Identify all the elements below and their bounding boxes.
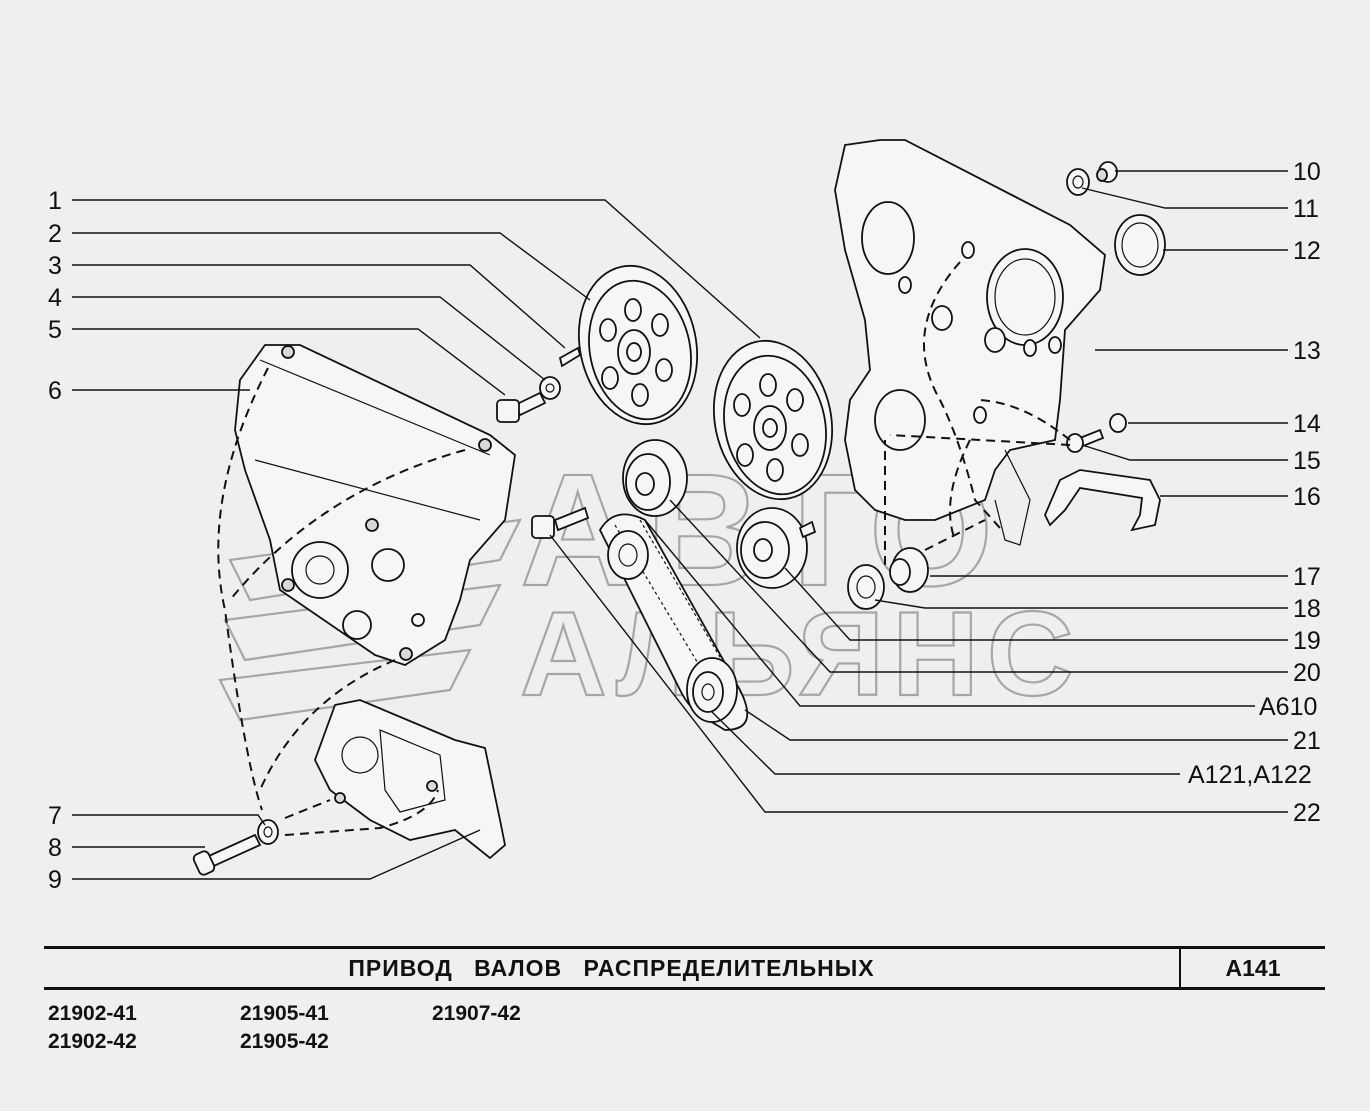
callout-15: 15 xyxy=(1293,447,1321,475)
callout-6: 6 xyxy=(48,377,62,405)
callout-3: 3 xyxy=(48,252,62,280)
plugs-and-seal xyxy=(1066,161,1166,276)
model-code: 21905-41 xyxy=(240,1002,329,1025)
callout-14: 14 xyxy=(1293,410,1321,438)
camshaft-gear-right xyxy=(712,339,834,501)
callout-17: 17 xyxy=(1293,563,1321,591)
model-code: 21905-42 xyxy=(240,1030,329,1053)
model-code: 21907-42 xyxy=(432,1002,521,1025)
callouts-left: 1 2 3 4 5 6 7 8 9 xyxy=(48,187,62,894)
tensioner-roller xyxy=(622,439,688,517)
bolt-washer-key-upper xyxy=(496,346,582,423)
model-code: 21902-42 xyxy=(48,1030,137,1053)
callout-20: 20 xyxy=(1293,659,1321,687)
diagram-title: ПРИВОД ВАЛОВ РАСПРЕДЕЛИТЕЛЬНЫХ xyxy=(348,954,875,981)
callout-4: 4 xyxy=(48,284,62,312)
model-code: 21902-41 xyxy=(48,1002,137,1025)
crankshaft-gear xyxy=(686,657,738,723)
callout-1: 1 xyxy=(48,187,62,215)
lower-timing-cover xyxy=(314,699,506,860)
idler-roller xyxy=(736,507,817,589)
assembly-lines xyxy=(217,261,1071,836)
washer-and-bolt-right xyxy=(1066,413,1127,453)
leader-lines xyxy=(72,170,1288,880)
diagram-code: A141 xyxy=(1225,954,1281,981)
callout-5: 5 xyxy=(48,316,62,344)
callout-12: 12 xyxy=(1293,237,1321,265)
callout-8: 8 xyxy=(48,834,62,862)
callout-19: 19 xyxy=(1293,627,1321,655)
camshaft-gear-left xyxy=(577,264,699,426)
belt-bolt xyxy=(531,506,590,539)
title-block: ПРИВОД ВАЛОВ РАСПРЕДЕЛИТЕЛЬНЫХ A141 xyxy=(44,946,1325,990)
watermark-line2: АЛЬЯНС xyxy=(520,587,1082,721)
mounting-bracket xyxy=(1044,469,1161,532)
callout-21: 21 xyxy=(1293,727,1321,755)
callout-7: 7 xyxy=(48,802,62,830)
callout-a610: A610 xyxy=(1259,693,1317,721)
callout-22: 22 xyxy=(1293,799,1321,827)
callout-2: 2 xyxy=(48,220,62,248)
callout-13: 13 xyxy=(1293,337,1321,365)
callout-9: 9 xyxy=(48,866,62,894)
bolt-and-washer-lower xyxy=(192,819,279,876)
callout-16: 16 xyxy=(1293,483,1321,511)
callout-10: 10 xyxy=(1293,158,1321,186)
title-divider xyxy=(1179,949,1181,987)
oil-seals xyxy=(847,547,929,610)
callout-a121-a122: A121,A122 xyxy=(1188,761,1312,789)
rear-timing-plate xyxy=(834,139,1106,546)
callout-11: 11 xyxy=(1293,195,1319,223)
callout-18: 18 xyxy=(1293,595,1321,623)
exploded-parts-diagram: АВТО АЛЬЯНС xyxy=(48,139,1321,894)
callouts-right: 10 11 12 13 14 15 16 17 18 19 20 A610 21… xyxy=(1188,158,1321,827)
upper-timing-cover xyxy=(234,344,516,666)
